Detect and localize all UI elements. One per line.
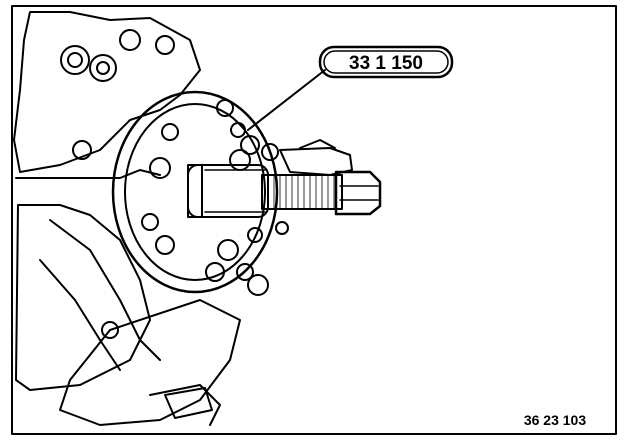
threaded-spindle [261, 174, 343, 210]
spindle-shaft [187, 164, 269, 218]
figure-reference-number: 36 23 103 [524, 412, 586, 428]
callout-leader-line [247, 69, 326, 131]
wheel-hub-flange [111, 90, 289, 296]
figure-frame [11, 5, 617, 435]
tool-number-callout: 33 1 150 [318, 45, 454, 79]
puller-yoke [279, 139, 353, 176]
steering-knuckle [13, 11, 241, 426]
hex-nut [334, 170, 382, 216]
tool-number-label: 33 1 150 [349, 53, 423, 74]
